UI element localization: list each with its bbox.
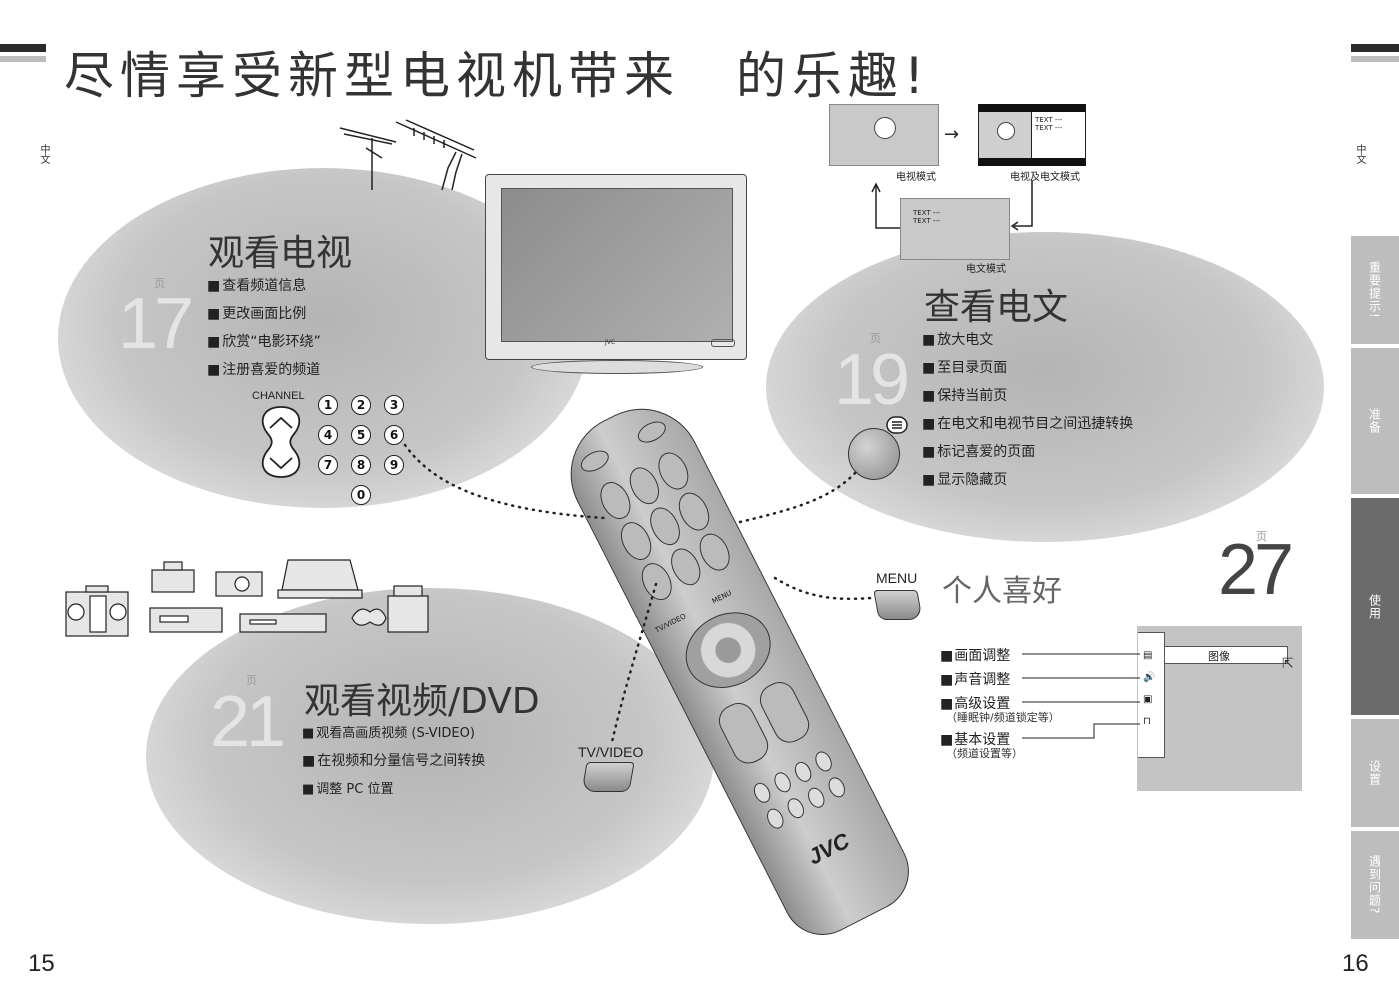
key-3[interactable]: 3 [384, 395, 404, 415]
list-item: 至目录页面 [922, 357, 1133, 385]
antenna-illustration [339, 119, 477, 191]
pref-item-advanced-note: （睡眠钟/频道锁定等） [946, 711, 1060, 724]
header-rule-right-shade [1351, 56, 1399, 62]
tv-feature-list: 查看频道信息 更改画面比例 欣赏“电影环绕” 注册喜爱的频道 [207, 275, 321, 387]
video-page-label: 页 [246, 674, 257, 687]
pref-connector-lines [1022, 653, 1140, 739]
list-item: 在视频和分量信号之间转换 [302, 750, 485, 778]
key-0[interactable]: 0 [351, 485, 371, 505]
list-item: 显示隐藏页 [922, 469, 1133, 497]
key-9[interactable]: 9 [384, 455, 404, 475]
page-number-left: 15 [28, 950, 55, 977]
tv-brand-logo: JVC [605, 339, 616, 346]
header-rule-right [1351, 44, 1399, 52]
pref-item-basic-note: （频道设置等） [946, 747, 1023, 760]
list-item: 调整 PC 位置 [302, 778, 485, 806]
page-title: 尽情享受新型电视机带来 的乐趣! [64, 47, 931, 105]
video-feature-list: 观看高画质视频 (S-VIDEO) 在视频和分量信号之间转换 调整 PC 位置 [302, 722, 485, 806]
key-5[interactable]: 5 [351, 425, 371, 445]
key-2[interactable]: 2 [351, 395, 371, 415]
pref-item-sound: 声音调整 [940, 669, 1010, 689]
tvvideo-caption: TV/VIDEO [578, 744, 644, 760]
tv-page-number: 17 [118, 284, 194, 364]
tab-troubleshooting[interactable]: 遇到问题? [1351, 831, 1399, 939]
key-6[interactable]: 6 [384, 425, 404, 445]
tab-use[interactable]: 使用 [1351, 498, 1399, 715]
key-7[interactable]: 7 [318, 455, 338, 475]
video-section-title: 观看视频/DVD [304, 681, 540, 722]
text-page-label: 页 [870, 332, 881, 345]
mode-cycle-arrows [871, 180, 1033, 231]
tab-preparation[interactable]: 准备 [1351, 348, 1399, 494]
header-rule-left [0, 44, 46, 52]
tv-section-title: 观看电视 [208, 233, 353, 274]
arrow-right-icon: → [944, 124, 960, 145]
menu-caption: MENU [876, 570, 918, 586]
text-section-title: 查看电文 [924, 287, 1069, 328]
text-feature-list: 放大电文 至目录页面 保持当前页 在电文和电视节目之间迅捷转换 标记喜爱的页面 … [922, 329, 1133, 497]
basic-icon: ⊓ [1143, 716, 1151, 727]
pref-item-advanced: 高级设置 [940, 693, 1010, 713]
pref-page-number: 27 [1218, 530, 1294, 610]
text-mode-caption: 电文模式 [966, 264, 1006, 275]
list-item: 查看频道信息 [207, 275, 321, 303]
key-8[interactable]: 8 [351, 455, 371, 475]
video-page-number: 21 [210, 682, 286, 762]
pref-item-basic: 基本设置 [940, 729, 1010, 749]
tv-mode-caption: 电视模式 [896, 172, 936, 183]
channel-label: CHANNEL [252, 390, 305, 402]
tab-important[interactable]: 重要提示! [1351, 236, 1399, 344]
language-marker-left: 中文 [38, 144, 49, 164]
list-item: 欣赏“电影环绕” [207, 331, 321, 359]
list-item: 更改画面比例 [207, 303, 321, 331]
advanced-icon: ▣ [1143, 694, 1153, 705]
pref-section-title: 个人喜好 [942, 574, 1062, 609]
menu-icon-column [1138, 632, 1165, 758]
text-page-number: 19 [834, 340, 910, 420]
tab-settings[interactable]: 设置 [1351, 719, 1399, 827]
teletext-icon [886, 416, 908, 434]
tv-text-mode-caption: 电视及电文模式 [1010, 172, 1080, 183]
menu-button-illustration[interactable] [873, 590, 923, 620]
picture-icon: ▤ [1143, 650, 1153, 661]
list-item: 观看高画质视频 (S-VIDEO) [302, 722, 485, 750]
header-rule-left-shade [0, 56, 46, 62]
menu-highlight-label: 图像 [1208, 650, 1230, 663]
teletext-button[interactable] [848, 428, 900, 480]
list-item: 标记喜爱的页面 [922, 441, 1133, 469]
tv-page-label: 页 [154, 277, 165, 290]
pref-page-label: 页 [1256, 530, 1267, 543]
list-item: 注册喜爱的频道 [207, 359, 321, 387]
language-marker-right: 中文 [1354, 144, 1365, 164]
menu-highlight-bar[interactable] [1164, 646, 1288, 664]
pref-item-picture: 画面调整 [940, 645, 1010, 665]
av-devices-illustration [65, 559, 429, 637]
key-4[interactable]: 4 [318, 425, 338, 445]
tv-mode-screen [829, 104, 939, 166]
page-number-right: 16 [1342, 950, 1369, 977]
channel-rocker-icon [261, 406, 301, 478]
tv-text-mode-screen: TEXT --- TEXT --- [978, 104, 1086, 166]
key-1[interactable]: 1 [318, 395, 338, 415]
text-mode-screen: TEXT --- TEXT --- [900, 198, 1010, 260]
sound-icon: 🔊 [1143, 672, 1156, 683]
list-item: 在电文和电视节目之间迅捷转换 [922, 413, 1133, 441]
list-item: 放大电文 [922, 329, 1133, 357]
list-item: 保持当前页 [922, 385, 1133, 413]
cursor-icon: ⇱ [1282, 656, 1294, 672]
tv-illustration: JVC [485, 174, 747, 374]
